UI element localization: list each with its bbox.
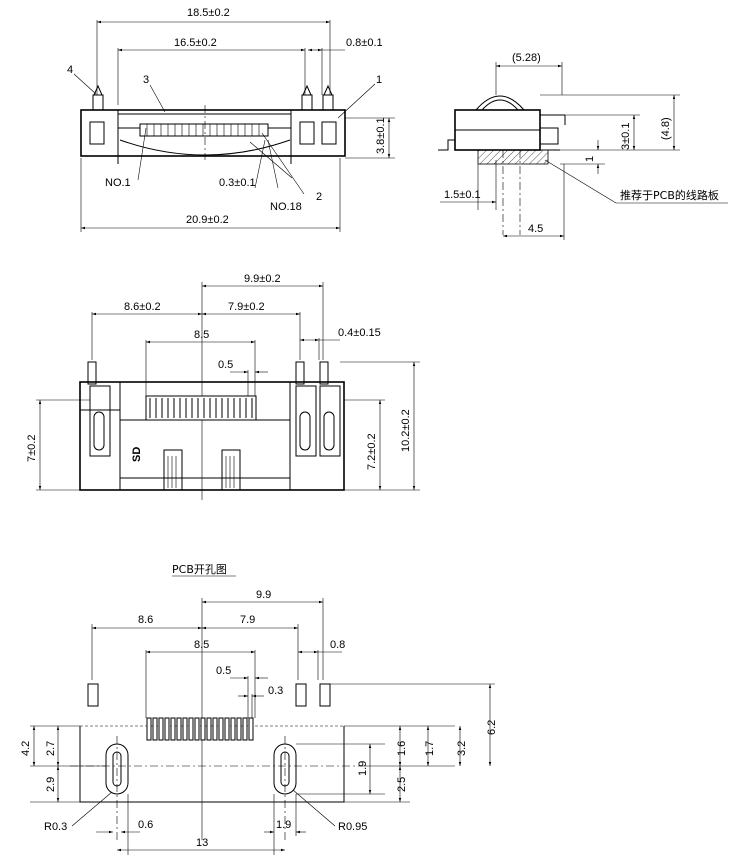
pcb-mount-note: 推荐于PCB的线路板 (620, 188, 719, 202)
side-dim-4-8: (4.8) (660, 117, 672, 140)
top-label-no18: NO.18 (270, 201, 302, 213)
pcb-dim-2-9: 2.9 (45, 777, 57, 792)
pcb-dim-r0-3: R0.3 (44, 821, 67, 833)
pcb-dim-13: 13 (196, 837, 208, 849)
front-dim-0-4: 0.4±0.15 (338, 327, 381, 339)
front-dim-7-9: 7.9±0.2 (228, 301, 265, 313)
pcb-dim-0-5: 0.5 (216, 665, 231, 677)
top-dim-16-5: 16.5±0.2 (174, 37, 217, 49)
pcb-dim-1-9: 1.9 (276, 819, 291, 831)
front-dim-9-9: 9.9±0.2 (244, 273, 281, 285)
pcb-dim-7-9: 7.9 (240, 614, 255, 626)
side-dim-1-5: 1.5±0.1 (444, 189, 481, 201)
callout-1: 1 (376, 74, 382, 86)
front-dim-8-5: 8.5 (194, 329, 209, 341)
pcb-dim-8-5: 8.5 (194, 639, 209, 651)
pcb-dim-2-7: 2.7 (45, 741, 57, 756)
pcb-dim-1-9v: 1.9 (357, 761, 369, 776)
pcb-dim-1-7: 1.7 (424, 741, 436, 756)
top-dim-0-3: 0.3±0.1 (219, 177, 256, 189)
top-dim-18-5: 18.5±0.2 (187, 7, 230, 19)
top-dim-0-8: 0.8±0.1 (346, 37, 383, 49)
pcb-dim-8-6: 8.6 (138, 614, 153, 626)
front-dim-10-2: 10.2±0.2 (400, 409, 412, 452)
side-dim-1: 1 (584, 156, 596, 162)
front-dim-7-2: 7.2±0.2 (366, 433, 378, 470)
top-view (73, 20, 395, 232)
callout-2: 2 (316, 191, 322, 203)
pcb-title: PCB开孔图 (172, 563, 227, 576)
front-label-sd: SD (131, 447, 143, 462)
front-dim-7: 7±0.2 (26, 435, 38, 462)
front-dim-8-6: 8.6±0.2 (124, 301, 161, 313)
pcb-dim-6-2: 6.2 (486, 720, 498, 735)
side-view (438, 62, 728, 240)
top-label-no1: NO.1 (105, 177, 131, 189)
top-dim-20-9: 20.9±0.2 (186, 214, 229, 226)
front-dim-0-5: 0.5 (218, 359, 233, 371)
pcb-view (30, 598, 495, 855)
front-view (36, 282, 420, 500)
pcb-dim-2-5: 2.5 (396, 777, 408, 792)
pcb-dim-0-6: 0.6 (138, 819, 153, 831)
pcb-dim-r0-95: R0.95 (338, 821, 367, 833)
callout-3: 3 (143, 74, 149, 86)
side-dim-4-5: 4.5 (528, 223, 543, 235)
pcb-dim-1-6: 1.6 (396, 741, 408, 756)
side-dim-5-28: (5.28) (512, 52, 541, 64)
pcb-dim-4-2: 4.2 (20, 741, 32, 756)
pcb-dim-9-9: 9.9 (256, 589, 271, 601)
pcb-dim-0-3: 0.3 (268, 685, 283, 697)
pcb-dim-3-2: 3.2 (456, 741, 468, 756)
side-dim-3: 3±0.1 (620, 123, 632, 150)
pcb-dim-0-8: 0.8 (330, 639, 345, 651)
top-dim-3-8: 3.8±0.1 (375, 117, 387, 154)
callout-4: 4 (67, 64, 73, 76)
